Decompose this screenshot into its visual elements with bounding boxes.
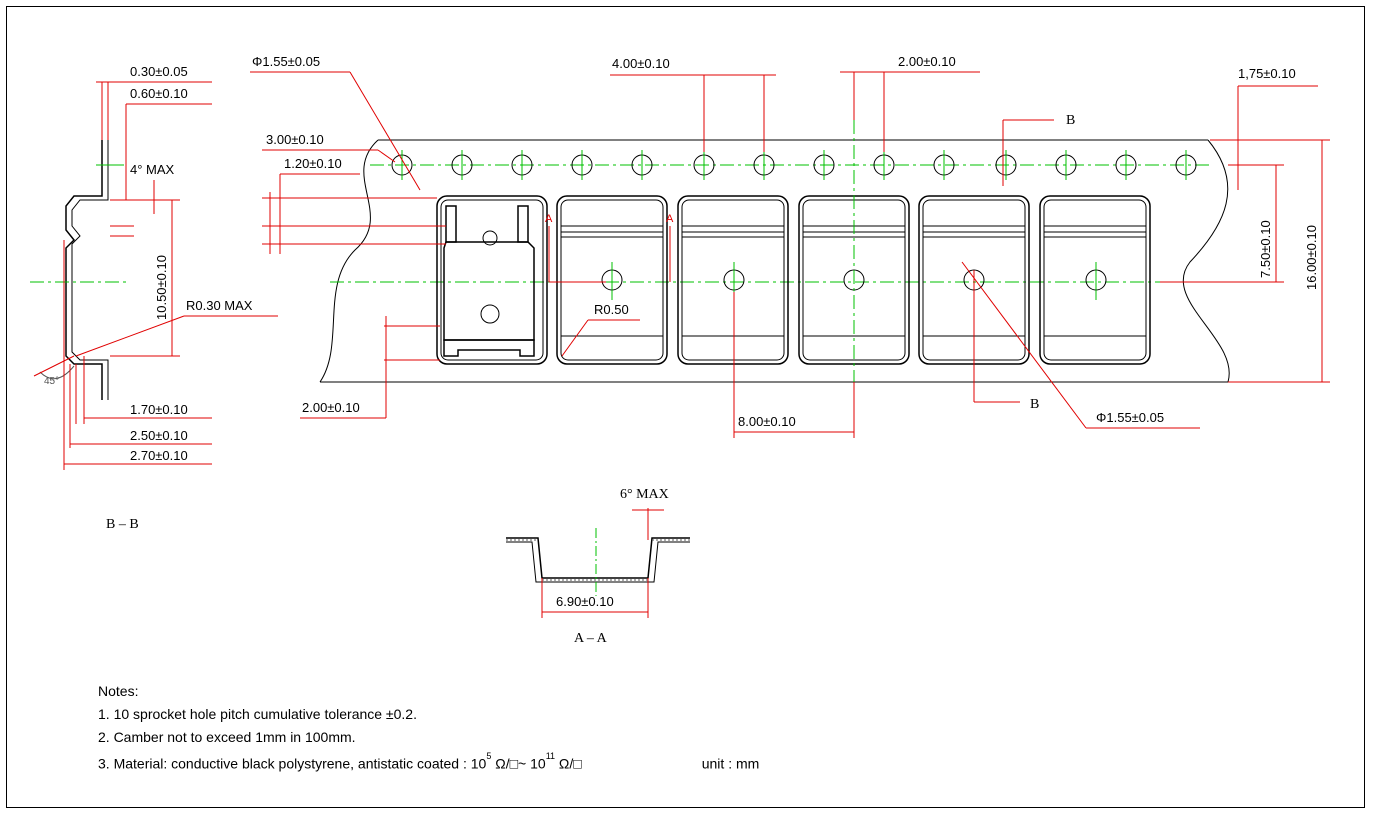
- dim-1600-text: 16.00±0.10: [1304, 225, 1319, 290]
- dim-left-hole: Φ1.55±0.05: [250, 54, 421, 191]
- dim-175-text: 1,75±0.10: [1238, 66, 1296, 81]
- dim-6max-text: 6° MAX: [620, 487, 669, 502]
- note-3-exp1: 5: [486, 751, 492, 761]
- section-b-line: B B: [973, 113, 1075, 412]
- note-2: 2. Camber not to exceed 1mm in 100mm.: [98, 729, 356, 745]
- dim-200b-text: 2.00±0.10: [302, 400, 360, 415]
- unit-label: unit : mm: [701, 755, 760, 772]
- pocket-6: [1039, 195, 1151, 365]
- dim-right-hole: Φ1.55±0.05: [961, 261, 1200, 429]
- pockets: [436, 195, 1151, 365]
- pocket-3: [677, 195, 789, 365]
- dim-4max-text: 4° MAX: [130, 162, 175, 177]
- dim-030-text: 0.30±0.05: [130, 64, 188, 79]
- dim-r050-text: R0.50: [594, 302, 629, 317]
- b-top-label: B: [1066, 113, 1075, 128]
- dim-250-text: 2.50±0.10: [130, 428, 188, 443]
- sprocket-holes: [391, 150, 1197, 180]
- dim-175: 1,75±0.10: [1237, 66, 1318, 190]
- note-3-exp2: 11: [545, 751, 556, 761]
- note-3-prefix: 3. Material: conductive black polystyren…: [98, 755, 487, 772]
- notes-heading: Notes:: [98, 683, 139, 699]
- dim-800-text: 8.00±0.10: [738, 414, 796, 429]
- dim-left-hole-text: Φ1.55±0.05: [252, 54, 320, 69]
- dim-690-text: 6.90±0.10: [556, 594, 614, 609]
- dim-pitch-4: 4.00±0.10: [610, 56, 776, 152]
- carrier-tape: [319, 139, 1230, 383]
- dim-300-120: 3.00±0.10 1.20±0.10: [262, 132, 446, 254]
- dim-800: 8.00±0.10: [733, 292, 855, 438]
- section-aa-label: A – A: [574, 631, 608, 646]
- dim-pitch-2-text: 2.00±0.10: [898, 54, 956, 69]
- note-3: 3. Material: conductive black polystyren…: [98, 749, 759, 776]
- notes-block: Notes: 1. 10 sprocket hole pitch cumulat…: [98, 680, 759, 776]
- dim-r050: R0.50: [561, 302, 640, 357]
- note-3-mid: Ω/□~ 10: [491, 755, 546, 772]
- dim-pitch-2: 2.00±0.10: [840, 54, 980, 152]
- drawing-frame: [6, 6, 1365, 808]
- section-aa: 6° MAX 6.90±0.10 A – A: [506, 487, 690, 646]
- b-bottom-label: B: [1030, 397, 1039, 412]
- note-3-suffix: Ω/□: [555, 755, 582, 772]
- pocket-2: [556, 195, 668, 365]
- section-bb: 0.30±0.05 0.60±0.10 4° MAX 10.50±0.10 R0…: [30, 64, 278, 532]
- a-mark-2: A: [666, 213, 674, 225]
- dim-060-text: 0.60±0.10: [130, 86, 188, 101]
- dim-300-text: 3.00±0.10: [266, 132, 324, 147]
- dim-pitch-4-text: 4.00±0.10: [612, 56, 670, 71]
- dim-1050-text: 10.50±0.10: [154, 255, 169, 320]
- component-dpak: [443, 205, 535, 357]
- a-mark-1: A: [545, 213, 553, 225]
- dim-750-text: 7.50±0.10: [1258, 220, 1273, 278]
- dim-200b: 2.00±0.10: [300, 316, 440, 419]
- dim-270-text: 2.70±0.10: [130, 448, 188, 463]
- dim-750-1600: 7.50±0.10 16.00±0.10: [1160, 139, 1330, 383]
- note-1: 1. 10 sprocket hole pitch cumulative tol…: [98, 706, 417, 722]
- dim-r030-text: R0.30 MAX: [186, 298, 253, 313]
- dim-45-text: 45°: [44, 376, 59, 387]
- dim-right-hole-text: Φ1.55±0.05: [1096, 410, 1164, 425]
- dim-120-text: 1.20±0.10: [284, 156, 342, 171]
- section-a-marks: A A: [545, 213, 674, 283]
- dim-170-text: 1.70±0.10: [130, 402, 188, 417]
- section-bb-label: B – B: [106, 517, 139, 532]
